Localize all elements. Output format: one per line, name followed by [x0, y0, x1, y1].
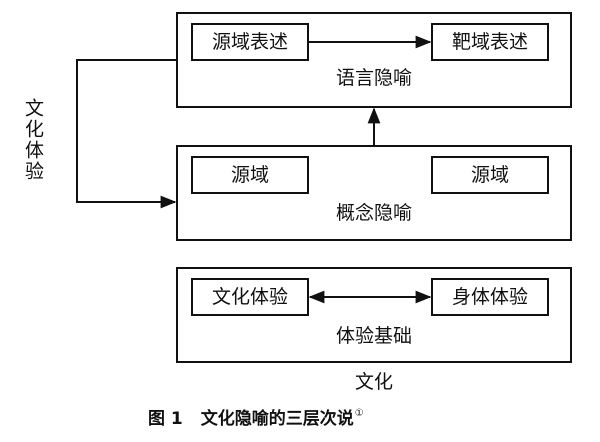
figure-caption-text: 文化隐喻的三层次说 [200, 409, 354, 429]
experiential-basis-title: 体验基础 [335, 325, 413, 347]
concept-source-label: 源域 [230, 164, 270, 186]
concept-target-label: 源域 [470, 164, 510, 186]
cultural-experience-connector [76, 59, 177, 209]
footnote-marker: ① [354, 408, 364, 419]
cultural-experience-label: 文化体验 [211, 286, 289, 308]
side-cultural-experience-label: 文化体验 [22, 98, 44, 182]
bodily-experience-box [431, 278, 549, 316]
cultural-experience-box [191, 278, 309, 316]
concept-source-box [191, 156, 309, 194]
target-expression-label: 靶域表述 [451, 31, 529, 53]
figure-number: 图 1 [148, 409, 183, 429]
culture-label: 文化 [354, 371, 394, 393]
conceptual-metaphor-title: 概念隐喻 [335, 202, 413, 224]
experiential-basis-box [176, 267, 572, 363]
bodily-experience-label: 身体体验 [451, 286, 529, 308]
figure-caption: 图 1 文化隐喻的三层次说① [148, 404, 364, 429]
target-expression-box [431, 23, 549, 61]
language-metaphor-title: 语言隐喻 [335, 67, 413, 89]
source-expression-label: 源域表述 [211, 31, 289, 53]
concept-target-box [431, 156, 549, 194]
